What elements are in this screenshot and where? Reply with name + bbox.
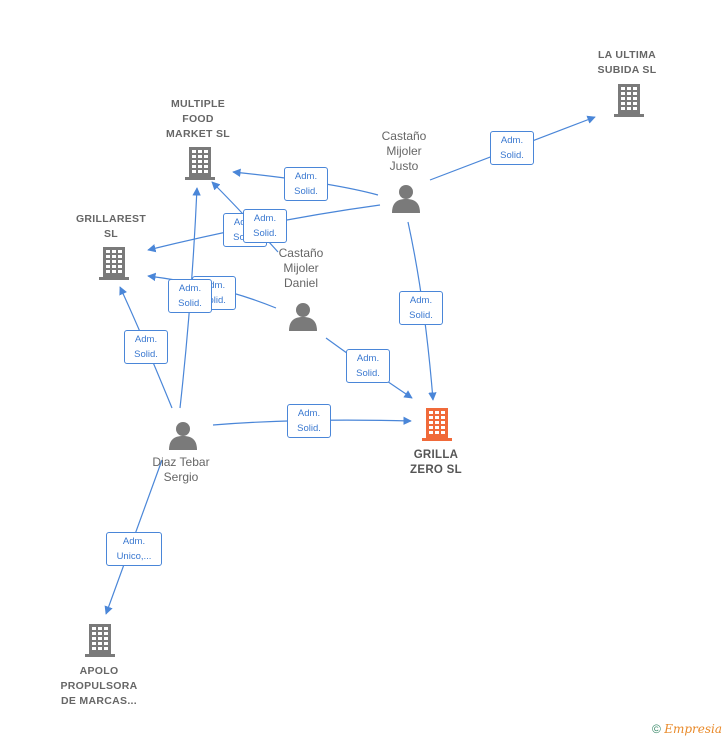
edge-label-diaz_tebar-to-grilla_zero[interactable]: Adm. Solid. — [287, 404, 331, 438]
castano-justo-person-icon[interactable] — [392, 185, 420, 213]
footer-brand: © Empresia — [652, 722, 722, 736]
edge-label-castano_justo-to-grilla_zero[interactable]: Adm. Solid. — [399, 291, 443, 325]
copyright-symbol: © — [652, 722, 661, 736]
nodes-layer — [85, 84, 644, 657]
diaz-tebar-person-icon[interactable] — [169, 422, 197, 450]
grillarest-building-icon[interactable] — [99, 247, 129, 280]
edge-label-diaz_tebar-to-grillarest[interactable]: Adm. Solid. — [124, 330, 168, 364]
edge-label-castano_daniel-to-multiple_food[interactable]: Adm. Solid. — [243, 209, 287, 243]
edge-label-diaz_tebar-to-apolo[interactable]: Adm. Unico,... — [106, 532, 162, 566]
grilla-zero-label[interactable]: GRILLA ZERO SL — [410, 449, 462, 476]
castano-daniel-person-icon[interactable] — [289, 303, 317, 331]
castano-daniel-label[interactable]: Castaño Mijoler Daniel — [278, 246, 324, 290]
edge-label-castano_daniel-to-grilla_zero[interactable]: Adm. Solid. — [346, 349, 390, 383]
edge-label-castano_justo-to-la_ultima[interactable]: Adm. Solid. — [490, 131, 534, 165]
la-ultima-label[interactable]: LA ULTIMA SUBIDA SL — [597, 49, 657, 76]
multiple-food-building-icon[interactable] — [185, 147, 215, 180]
grilla-zero-building-icon[interactable] — [422, 408, 452, 441]
castano-justo-label[interactable]: Castaño Mijoler Justo — [381, 129, 427, 173]
apolo-building-icon[interactable] — [85, 624, 115, 657]
edge-diaz_tebar-to-apolo — [104, 459, 163, 615]
diaz-tebar-label[interactable]: Diaz Tebar Sergio — [152, 455, 210, 484]
edge-label-castano_justo-to-multiple_food[interactable]: Adm. Solid. — [284, 167, 328, 201]
empresia-logo: Empresia — [664, 722, 722, 736]
grillarest-label[interactable]: GRILLAREST SL — [75, 213, 147, 240]
apolo-label[interactable]: APOLO PROPULSORA DE MARCAS... — [60, 665, 138, 707]
la-ultima-building-icon[interactable] — [614, 84, 644, 117]
edge-label-diaz_tebar-to-multiple_food[interactable]: Adm. Solid. — [168, 279, 212, 313]
multiple-food-label[interactable]: MULTIPLE FOOD MARKET SL — [166, 98, 230, 140]
